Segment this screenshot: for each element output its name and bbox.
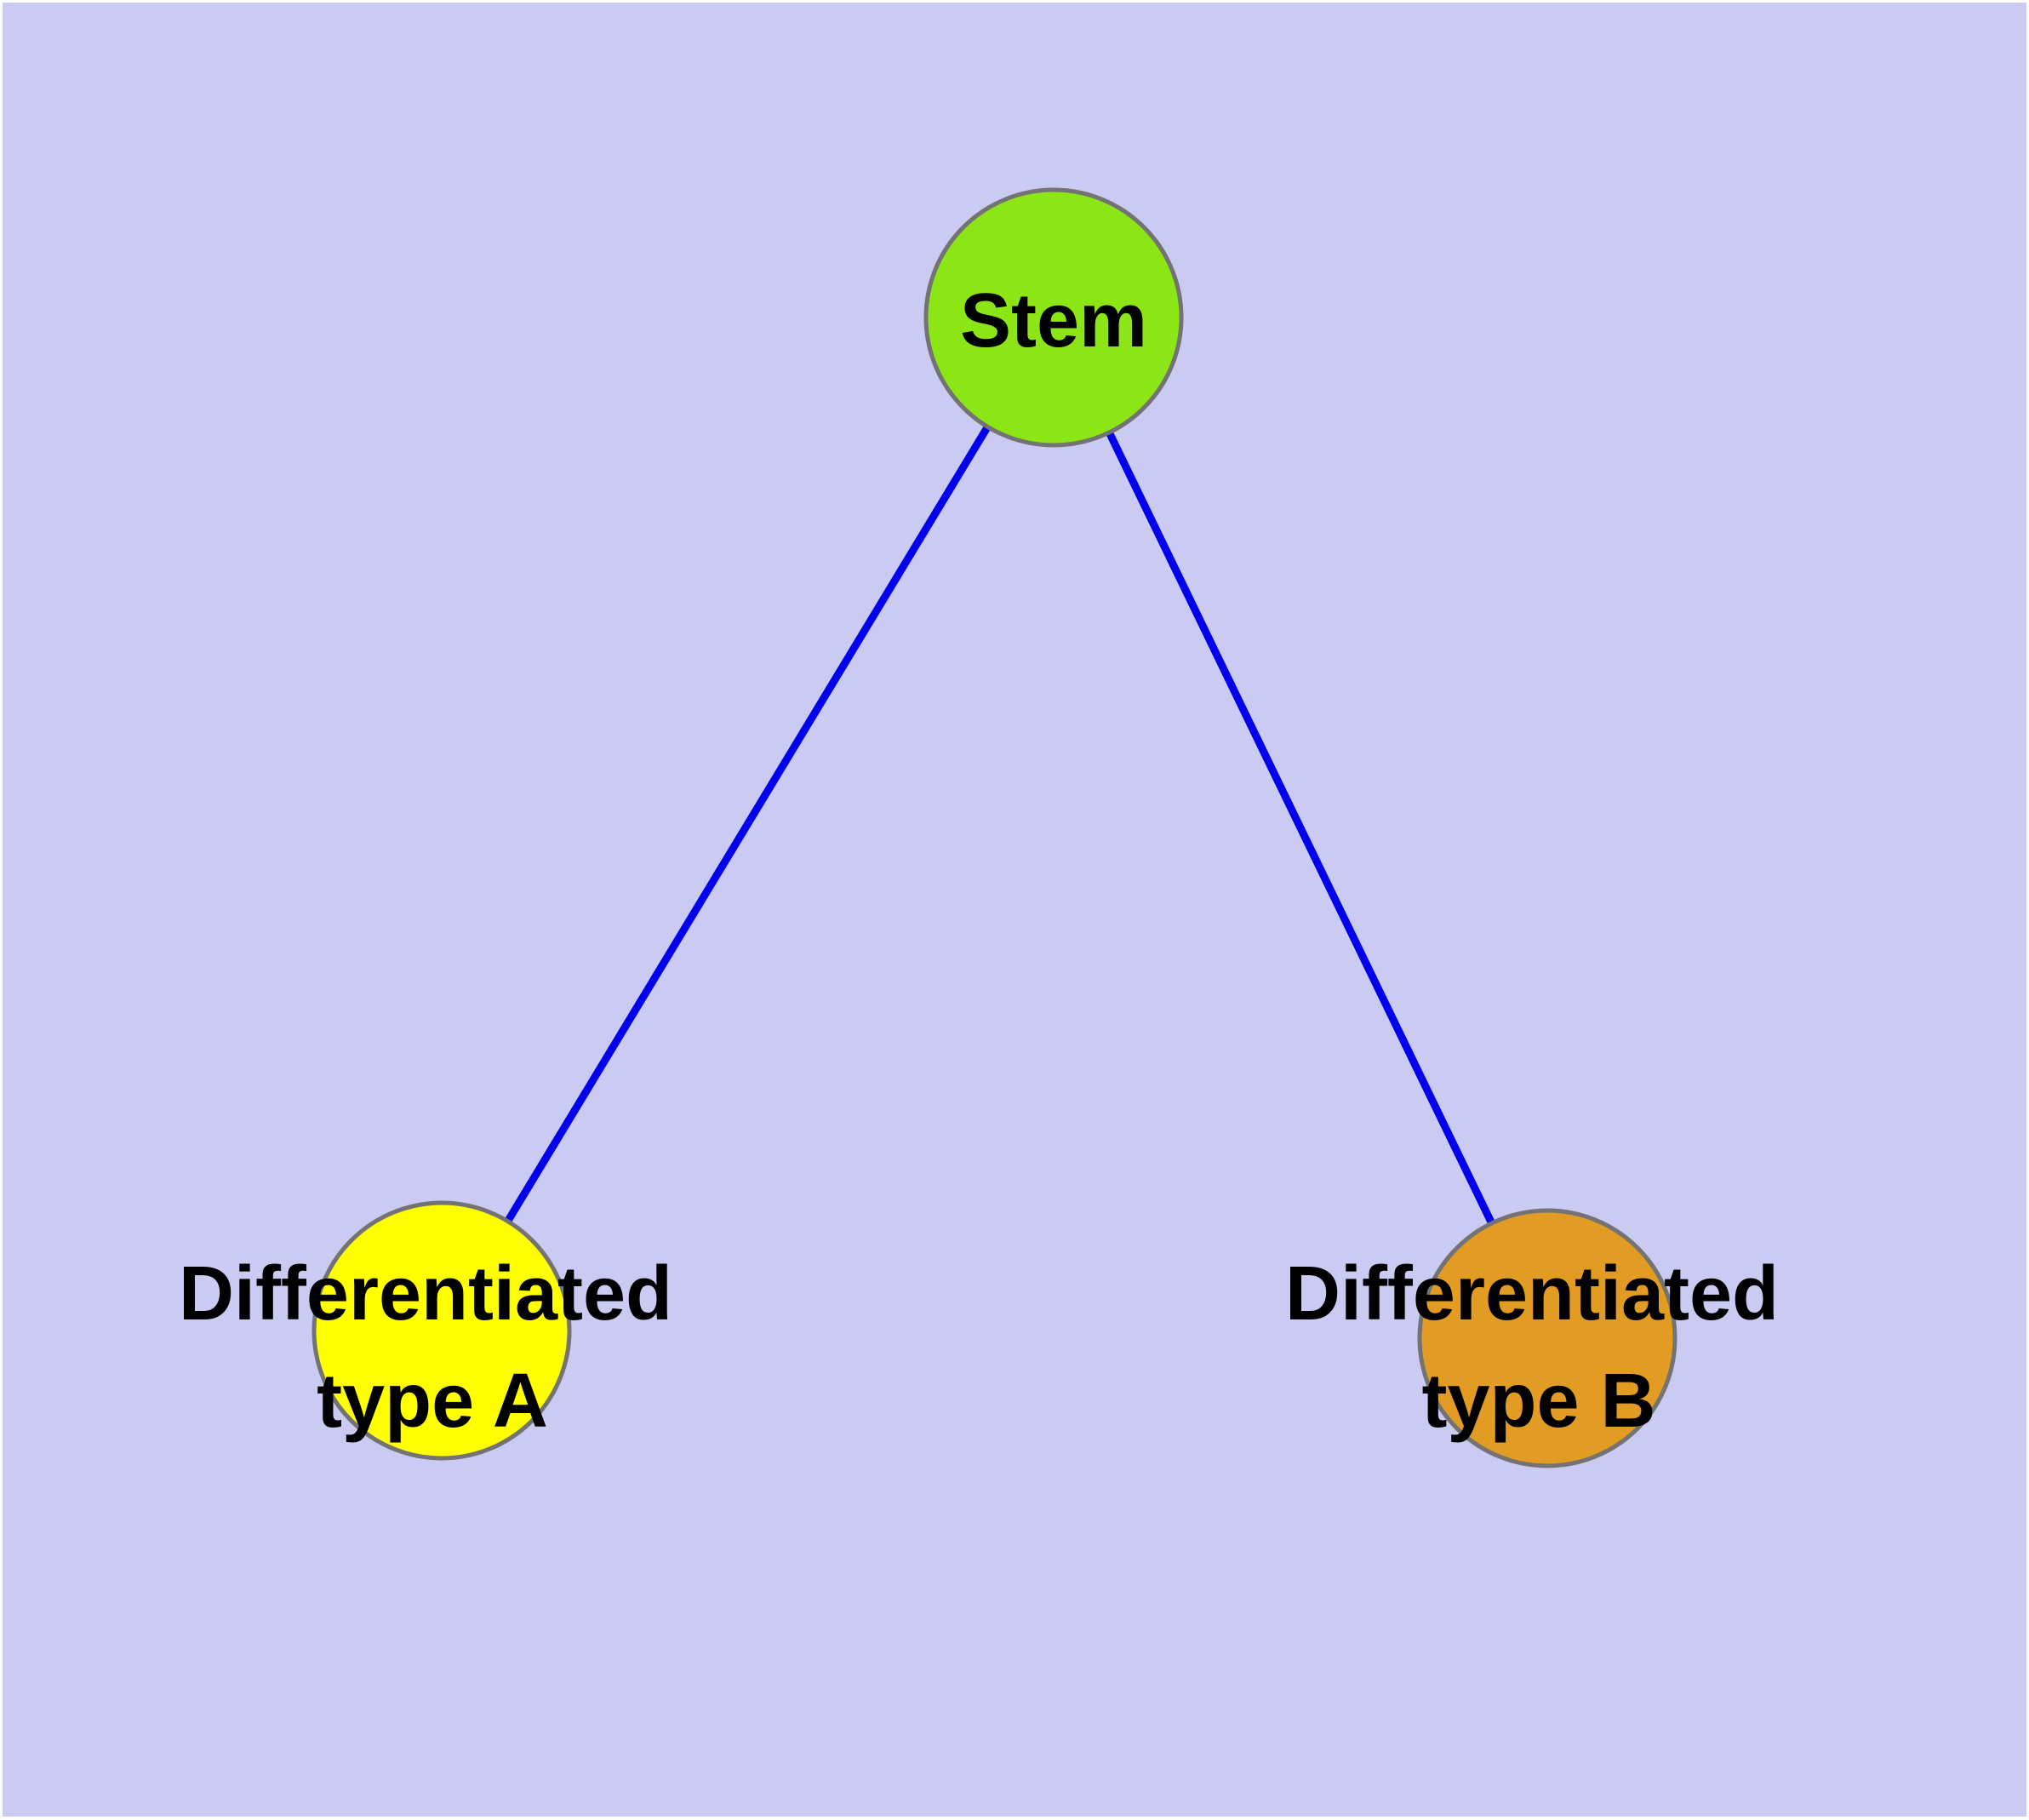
node-diff-a-label-line-2: type A (317, 1359, 548, 1444)
node-diff-b-label-line-2: type B (1421, 1359, 1655, 1444)
edge-stem-to-diff-b (1049, 316, 1552, 1340)
node-stem-circle (923, 187, 1184, 448)
node-diff-b-label-line-1: Differentiated (1285, 1251, 1779, 1336)
node-diff-a-circle (311, 1200, 572, 1461)
node-diff-b-circle (1417, 1208, 1677, 1468)
node-diff-a-label-line-1: Differentiated (179, 1251, 672, 1336)
edge-stem-to-diff-a (438, 315, 1057, 1333)
node-stem-label: Stem (960, 278, 1147, 363)
